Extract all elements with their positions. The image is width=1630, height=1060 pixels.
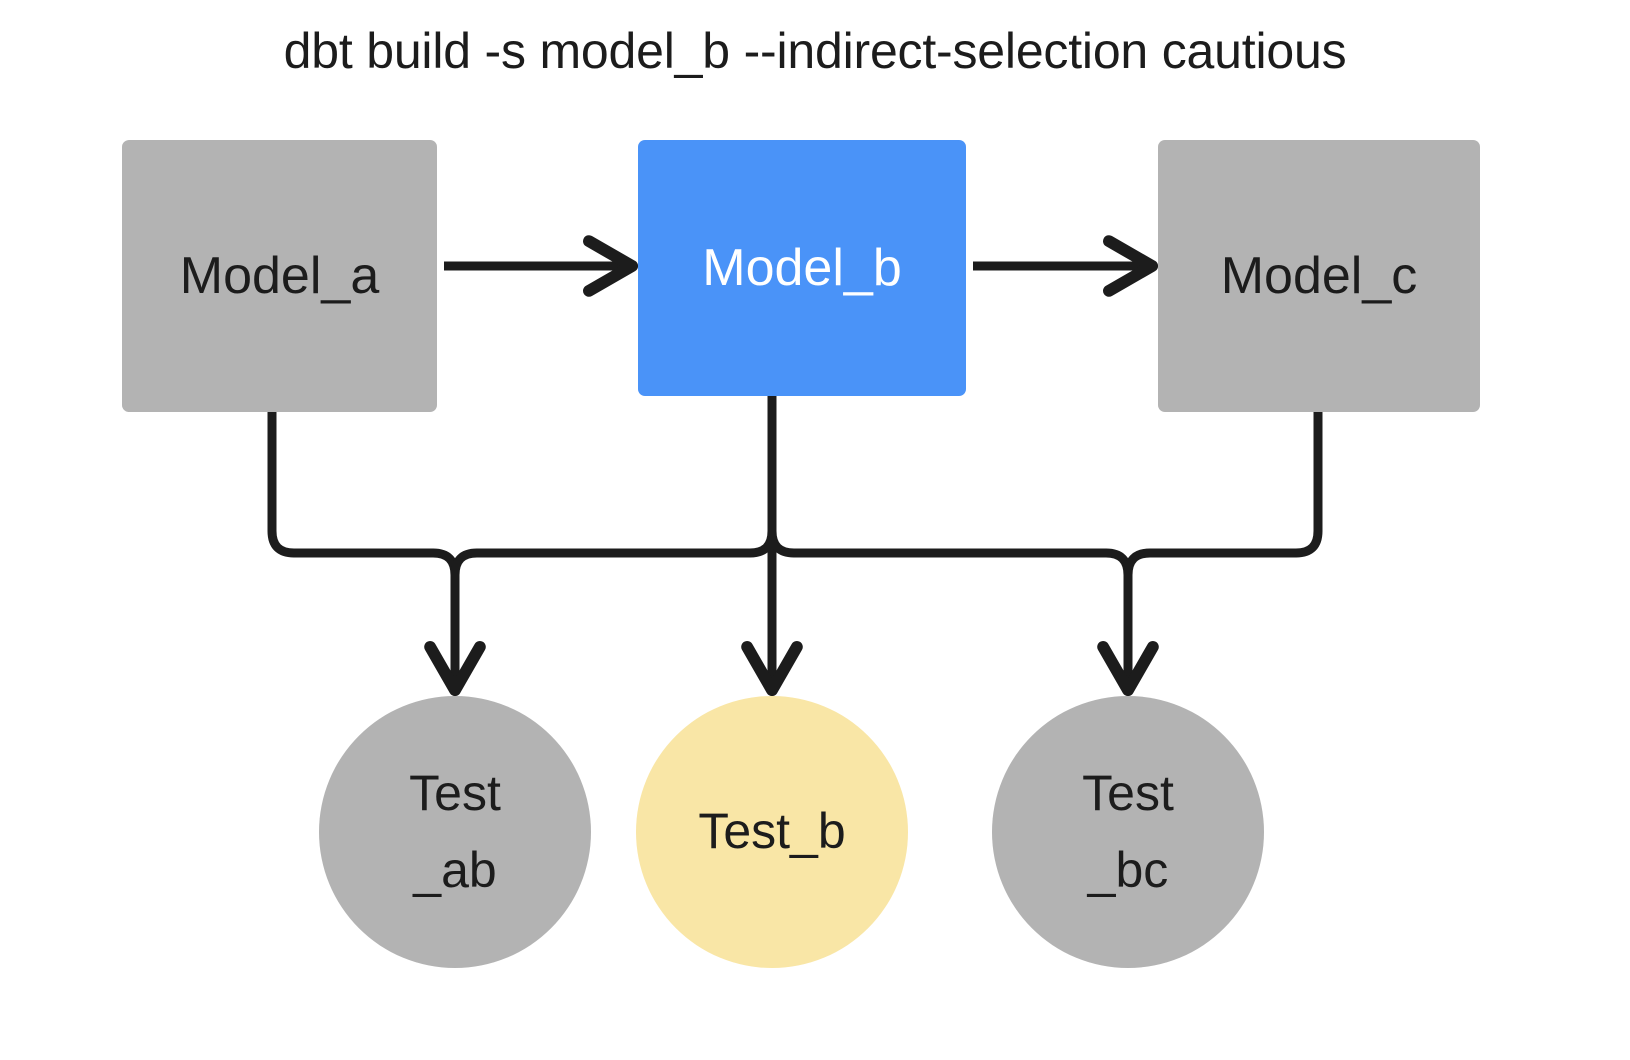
node-test-bc[interactable]: Test _bc — [992, 696, 1264, 968]
edge-model-a-to-test-ab — [267, 408, 486, 697]
node-test-ab-label: Test _ab — [409, 764, 501, 899]
node-model-b[interactable]: Model_b — [638, 140, 966, 396]
node-model-b-label: Model_b — [702, 238, 902, 297]
node-test-ab[interactable]: Test _ab — [319, 696, 591, 968]
node-test-b-label: Test_b — [698, 803, 846, 860]
edge-model-c-to-test-bc — [1123, 408, 1323, 576]
node-test-b[interactable]: Test_b — [636, 696, 908, 968]
diagram-title: dbt build -s model_b --indirect-selectio… — [283, 23, 1347, 79]
node-model-c-label: Model_c — [1220, 246, 1418, 305]
node-model-c[interactable]: Model_c — [1158, 140, 1480, 412]
node-test-bc-label: Test _bc — [1082, 764, 1174, 899]
edge-model-b-to-test-ab — [450, 396, 777, 576]
edge-model-b-to-test-bc — [767, 396, 1159, 697]
node-model-a[interactable]: Model_a — [122, 140, 437, 412]
node-model-a-label: Model_a — [179, 246, 380, 305]
